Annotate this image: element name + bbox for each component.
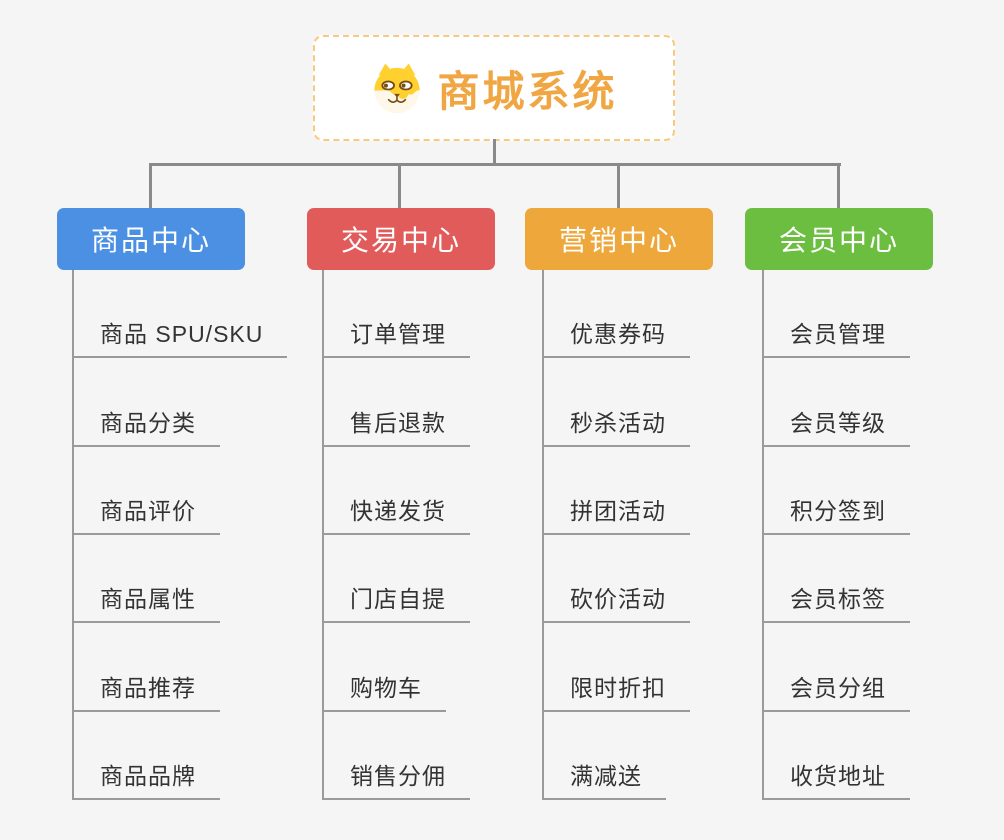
- shiba-dog-icon: [374, 63, 421, 114]
- leaf-node[interactable]: 快递发货: [322, 447, 562, 535]
- branch-node-trade-center[interactable]: 交易中心: [307, 208, 495, 270]
- leaf-node[interactable]: 商品评价: [72, 447, 312, 535]
- leaf-node[interactable]: 拼团活动: [542, 447, 782, 535]
- branch-children-product-center: 商品 SPU/SKU 商品分类 商品评价 商品属性 商品推荐 商品品牌: [72, 270, 312, 800]
- leaf-label: 积分签到: [762, 492, 910, 535]
- leaf-label: 商品评价: [72, 492, 220, 535]
- leaf-label: 门店自提: [322, 580, 470, 624]
- leaf-label: 秒杀活动: [542, 404, 690, 447]
- leaf-label: 商品 SPU/SKU: [72, 315, 288, 359]
- leaf-node[interactable]: 商品 SPU/SKU: [72, 270, 312, 359]
- branch-children-marketing-center: 优惠券码 秒杀活动 拼团活动 砍价活动 限时折扣 满减送: [542, 270, 782, 800]
- connector-drop-trade: [398, 163, 401, 209]
- leaf-label: 商品品牌: [72, 757, 220, 800]
- leaf-node[interactable]: 商品品牌: [72, 712, 312, 800]
- leaf-node[interactable]: 销售分佣: [322, 712, 562, 800]
- leaf-label: 会员管理: [762, 315, 910, 359]
- connector-trunk-products: [72, 270, 74, 800]
- leaf-label: 限时折扣: [542, 669, 690, 712]
- leaf-node[interactable]: 会员管理: [762, 270, 1002, 359]
- branch-children-member-center: 会员管理 会员等级 积分签到 会员标签 会员分组 收货地址: [762, 270, 1002, 800]
- root-title: 商城系统: [437, 67, 618, 115]
- leaf-node[interactable]: 满减送: [542, 712, 782, 800]
- branch-node-marketing-center[interactable]: 营销中心: [525, 208, 713, 270]
- leaf-label: 拼团活动: [542, 492, 690, 535]
- leaf-label: 会员标签: [762, 580, 910, 624]
- leaf-node[interactable]: 限时折扣: [542, 623, 782, 712]
- leaf-label: 收货地址: [762, 757, 910, 800]
- leaf-node[interactable]: 商品分类: [72, 358, 312, 447]
- leaf-node[interactable]: 优惠券码: [542, 270, 782, 359]
- leaf-label: 满减送: [542, 757, 666, 800]
- leaf-node[interactable]: 收货地址: [762, 712, 1002, 800]
- leaf-node[interactable]: 会员标签: [762, 535, 1002, 624]
- leaf-label: 商品属性: [72, 580, 220, 624]
- branch-node-product-center[interactable]: 商品中心: [57, 208, 245, 270]
- leaf-label: 砍价活动: [542, 580, 690, 624]
- leaf-label: 优惠券码: [542, 315, 690, 359]
- leaf-node[interactable]: 门店自提: [322, 535, 562, 624]
- leaf-label: 会员等级: [762, 404, 910, 447]
- leaf-label: 快递发货: [322, 492, 470, 535]
- leaf-label: 销售分佣: [322, 757, 470, 800]
- branch-node-member-center[interactable]: 会员中心: [745, 208, 933, 270]
- leaf-node[interactable]: 会员分组: [762, 623, 1002, 712]
- connector-root-drop: [493, 139, 496, 165]
- leaf-node[interactable]: 商品属性: [72, 535, 312, 624]
- branch-children-trade-center: 订单管理 售后退款 快递发货 门店自提 购物车 销售分佣: [322, 270, 562, 800]
- leaf-label: 商品推荐: [72, 669, 220, 712]
- leaf-node[interactable]: 售后退款: [322, 358, 562, 447]
- leaf-label: 购物车: [322, 669, 446, 712]
- connector-trunk-members: [762, 270, 764, 800]
- leaf-node[interactable]: 购物车: [322, 623, 562, 712]
- leaf-node[interactable]: 秒杀活动: [542, 358, 782, 447]
- leaf-label: 会员分组: [762, 669, 910, 712]
- connector-trunk-trade: [322, 270, 324, 800]
- connector-bus: [149, 163, 841, 166]
- leaf-label: 商品分类: [72, 404, 220, 447]
- connector-drop-members: [837, 163, 840, 209]
- connector-trunk-marketing: [542, 270, 544, 800]
- connector-drop-marketing: [617, 163, 620, 209]
- leaf-node[interactable]: 砍价活动: [542, 535, 782, 624]
- leaf-node[interactable]: 会员等级: [762, 358, 1002, 447]
- leaf-node[interactable]: 积分签到: [762, 447, 1002, 535]
- leaf-label: 售后退款: [322, 404, 470, 447]
- connector-drop-products: [149, 163, 152, 209]
- root-node[interactable]: 商城系统: [313, 35, 675, 141]
- leaf-label: 订单管理: [322, 315, 470, 359]
- leaf-node[interactable]: 商品推荐: [72, 623, 312, 712]
- leaf-node[interactable]: 订单管理: [322, 270, 562, 359]
